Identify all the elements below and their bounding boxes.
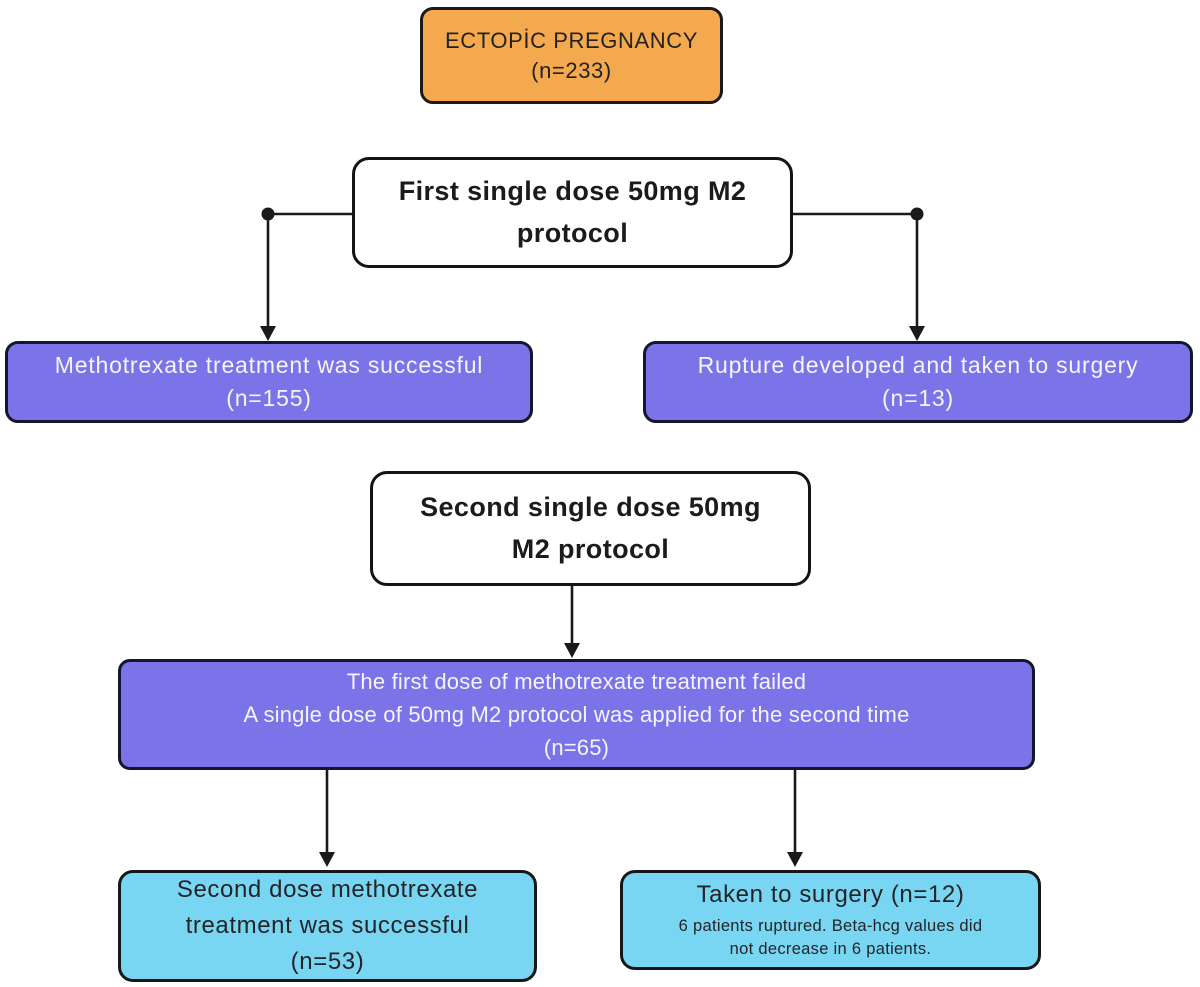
node-text-line: The first dose of methotrexate treatment… [346,669,807,694]
node-text: Methotrexate treatment was successful [54,351,484,378]
node-first-dose-failed: The first dose of methotrexate treatment… [118,659,1035,770]
node-second-dose-success: Second dose methotrexate treatment was s… [118,870,537,982]
node-text: Rupture developed and taken to surgery [697,351,1139,378]
arrowhead-down [260,326,276,341]
node-rupture-surgery: Rupture developed and taken to surgery (… [643,341,1193,423]
node-title-line: M2 protocol [511,533,670,564]
node-count: (n=155) [226,385,312,411]
arrowhead-down [787,852,803,867]
node-ectopic-pregnancy: ECTOPİC PREGNANCY (n=233) [420,7,723,104]
connector-second-protocol-to-failed [564,586,580,658]
node-count: (n=53) [290,948,365,975]
connector-first-protocol-to-mtx-success [260,207,352,341]
node-count: (n=65) [543,735,610,760]
node-first-protocol: First single dose 50mg M2 protocol [352,157,793,268]
node-title: Taken to surgery (n=12) [696,881,965,909]
connector-failed-to-second-success [319,770,335,867]
node-mtx-success: Methotrexate treatment was successful (n… [5,341,533,423]
connector-first-protocol-to-rupture [793,207,925,341]
arrowhead-down [909,326,925,341]
node-count: (n=13) [882,385,954,411]
junction-dot [910,207,924,221]
node-text-line: treatment was successful [185,912,470,939]
junction-dot [261,207,275,221]
node-title: ECTOPİC PREGNANCY [444,27,699,53]
node-title-line: protocol [516,217,629,248]
node-text-line: Second dose methotrexate [176,876,479,903]
node-count: (n=233) [531,57,612,83]
node-title-line: First single dose 50mg M2 [398,175,747,206]
node-note: 6 patients ruptured. Beta-hcg values did… [679,915,983,961]
node-text-line: A single dose of 50mg M2 protocol was ap… [243,702,910,727]
node-title-line: Second single dose 50mg [420,491,761,522]
connector-failed-to-taken-surgery [787,770,803,867]
node-note-line: not decrease in 6 patients. [729,939,932,958]
arrowhead-down [319,852,335,867]
node-taken-to-surgery: Taken to surgery (n=12) 6 patients ruptu… [620,870,1041,970]
node-note-line: 6 patients ruptured. Beta-hcg values did [678,916,983,935]
arrowhead-down [564,643,580,658]
node-second-protocol: Second single dose 50mg M2 protocol [370,471,811,586]
